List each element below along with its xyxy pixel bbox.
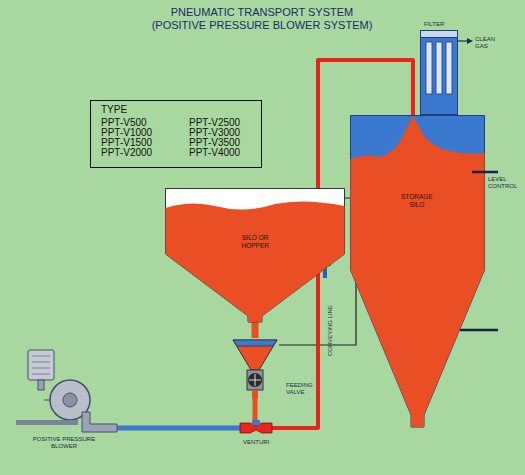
callout-label: CLEAN GAS [475,36,495,50]
pipe-connector [117,426,240,431]
blower-drawing [12,348,117,432]
pipe-connector [253,398,258,420]
storage-silo: STORAGE SILO [350,115,485,427]
model-name: PPT-V4000 [189,147,240,159]
silo-outline [350,115,485,427]
coupling [38,380,44,390]
node-label: FILTER [424,21,444,28]
motor-fins [32,356,50,374]
filter-housing [421,31,458,115]
filter-bag [446,42,452,94]
stored-material [351,116,485,427]
filter: FILTER [420,30,458,115]
blower: POSITIVE PRESSURE BLOWER [12,348,117,432]
base-frame [16,420,78,425]
level-sensor [460,329,498,332]
motor [28,350,54,380]
rotary-valve-rotor [248,373,262,387]
impeller [63,393,77,407]
node-label: VENTURI [243,439,269,446]
venturi: VENTURI [240,420,272,436]
shaft [44,400,50,401]
hopper-shell [166,189,345,323]
level-sensor [472,171,498,174]
pipe-label: CONVEYING LINE [326,305,333,356]
model-name: PPT-V2000 [101,147,152,159]
filter-cap [421,31,458,38]
clean-gas-arrow-head [467,38,473,44]
feed-hopper [233,340,277,370]
callout-label: LEVEL CONTROL [488,176,517,190]
node-label: POSITIVE PRESSURE BLOWER [29,436,99,450]
silo-shell [351,116,485,428]
rotary-valve-body [247,370,263,390]
hopper: SILO OR HOPPER [165,188,345,322]
node-label: FEEDING VALVE [286,382,313,396]
filter-drawing [420,30,458,115]
outlet-duct [82,412,117,432]
filter-bag [436,42,442,94]
clean-gas-arrow-shaft [458,40,468,41]
diagram-title: PNEUMATIC TRANSPORT SYSTEM (POSITIVE PRE… [147,6,377,32]
venturi-inlet [252,420,260,425]
feed-hopper-top [233,340,277,346]
hopper-outline [165,188,345,322]
filter-bag [426,42,432,94]
valve-outlet [252,390,258,398]
node-label: SILO OR HOPPER [242,234,269,250]
feeding-valve-drawing [230,338,280,398]
pipe-connector [252,322,259,338]
node-label: STORAGE SILO [401,193,433,209]
venturi-drawing [240,420,272,436]
node-label: TYPE [101,104,127,116]
bulk-material [166,201,345,322]
feeding-valve: FEEDING VALVE [230,338,280,398]
rotor-vanes [249,374,261,386]
type-table: TYPEPPT-V500PPT-V1000PPT-V1500PPT-V2000P… [90,100,262,168]
